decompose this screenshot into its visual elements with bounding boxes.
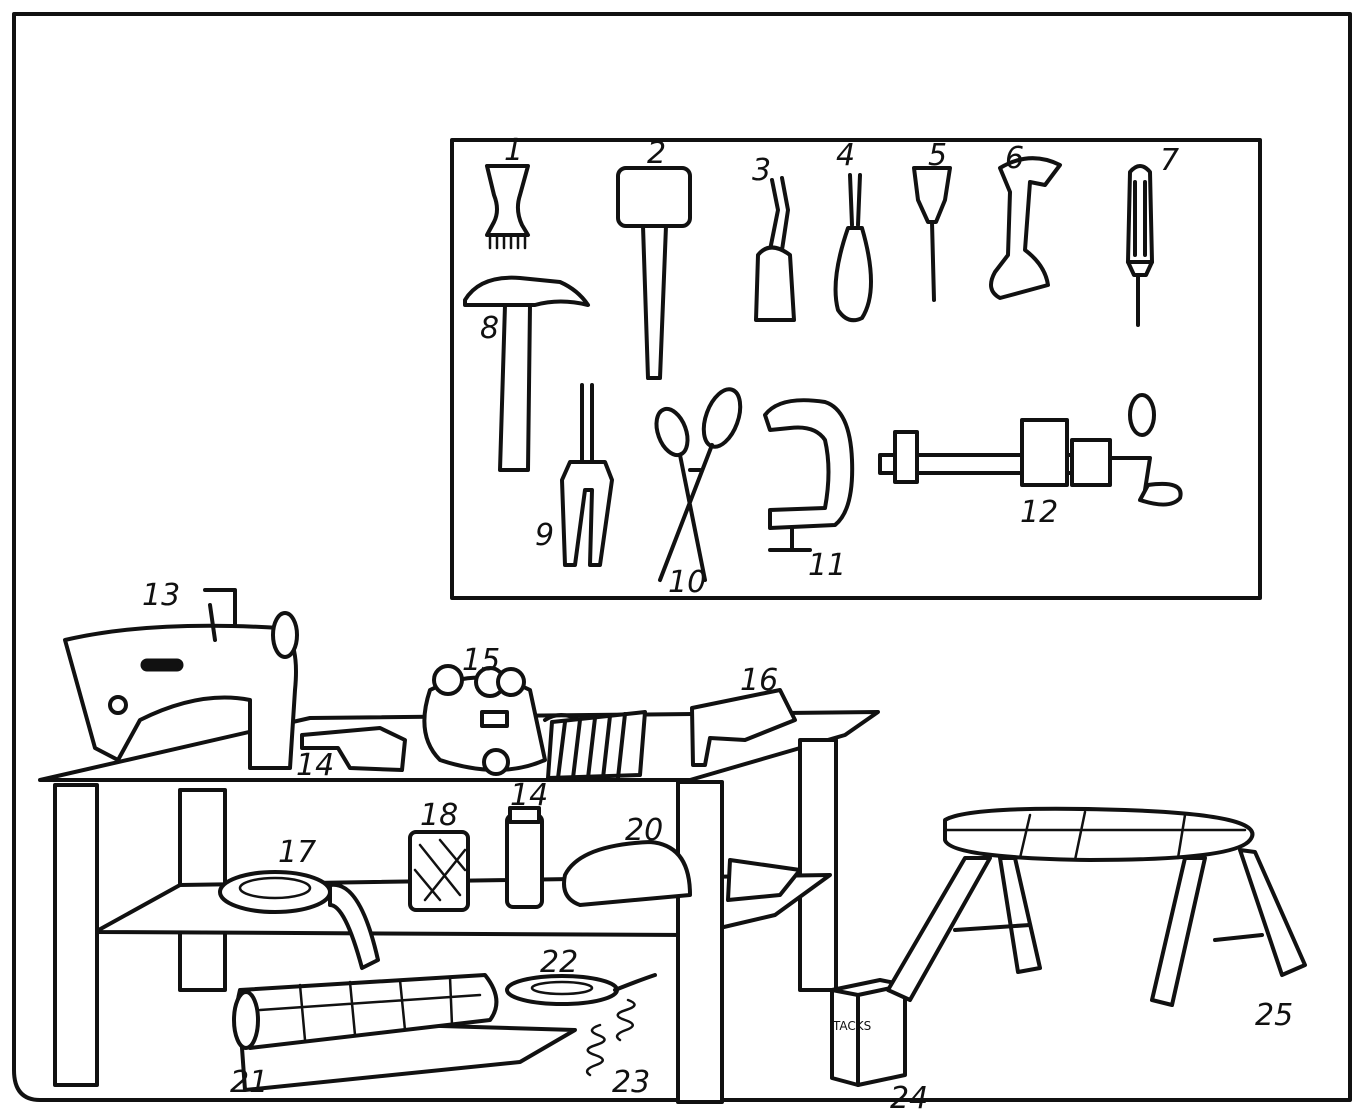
tool-4-awl <box>836 175 871 320</box>
label-14a: 14 <box>296 748 334 783</box>
tool-10-scissors <box>651 384 748 580</box>
label-22: 22 <box>540 945 578 980</box>
item-23-springs <box>587 1000 634 1075</box>
workbench-leg-back-right <box>800 740 836 990</box>
label-18: 18 <box>420 798 458 833</box>
item-13-sewing-machine <box>65 590 297 768</box>
label-4: 4 <box>836 138 855 173</box>
tool-12-bar-clamp <box>880 395 1181 505</box>
label-20: 20 <box>625 813 663 848</box>
item-14-bottle <box>507 808 542 907</box>
tacks-box-label: TACKS <box>832 1019 871 1033</box>
label-23: 23 <box>612 1065 650 1100</box>
label-3: 3 <box>752 153 771 188</box>
label-11: 11 <box>808 548 846 583</box>
tool-6-hook <box>991 158 1060 298</box>
label-2: 2 <box>647 136 666 171</box>
workbench-leg-front-right <box>678 782 722 1102</box>
label-15: 15 <box>462 643 500 678</box>
item-air-hose-coil <box>548 712 645 778</box>
label-8: 8 <box>480 311 499 346</box>
label-13: 13 <box>142 578 180 613</box>
item-25-sawhorse <box>888 809 1305 1005</box>
tool-2-mallet <box>618 168 690 378</box>
workbench-leg-front-left <box>55 785 97 1085</box>
item-18-twine-spool <box>410 832 468 910</box>
label-17: 17 <box>278 835 316 870</box>
item-24-tacks-box: TACKS <box>832 980 905 1085</box>
tool-1-comb <box>487 166 528 248</box>
label-5: 5 <box>928 138 947 173</box>
label-7: 7 <box>1160 143 1179 178</box>
tool-8-tack-hammer <box>465 278 588 470</box>
tool-5-pricker <box>914 168 950 300</box>
tool-9-pliers <box>562 385 612 565</box>
label-14b: 14 <box>510 778 548 813</box>
label-21: 21 <box>230 1065 268 1100</box>
label-12: 12 <box>1020 495 1058 530</box>
tool-3-lifter <box>756 178 794 320</box>
item-22-cord-coil <box>507 975 655 1004</box>
label-1: 1 <box>504 133 523 168</box>
label-10: 10 <box>668 565 706 600</box>
label-16: 16 <box>740 663 778 698</box>
label-6: 6 <box>1005 141 1024 176</box>
tool-7-screwdriver <box>1128 166 1152 325</box>
label-24: 24 <box>890 1081 928 1113</box>
label-9: 9 <box>535 518 554 553</box>
label-25: 25 <box>1255 998 1293 1033</box>
tool-11-c-clamp <box>765 400 852 550</box>
